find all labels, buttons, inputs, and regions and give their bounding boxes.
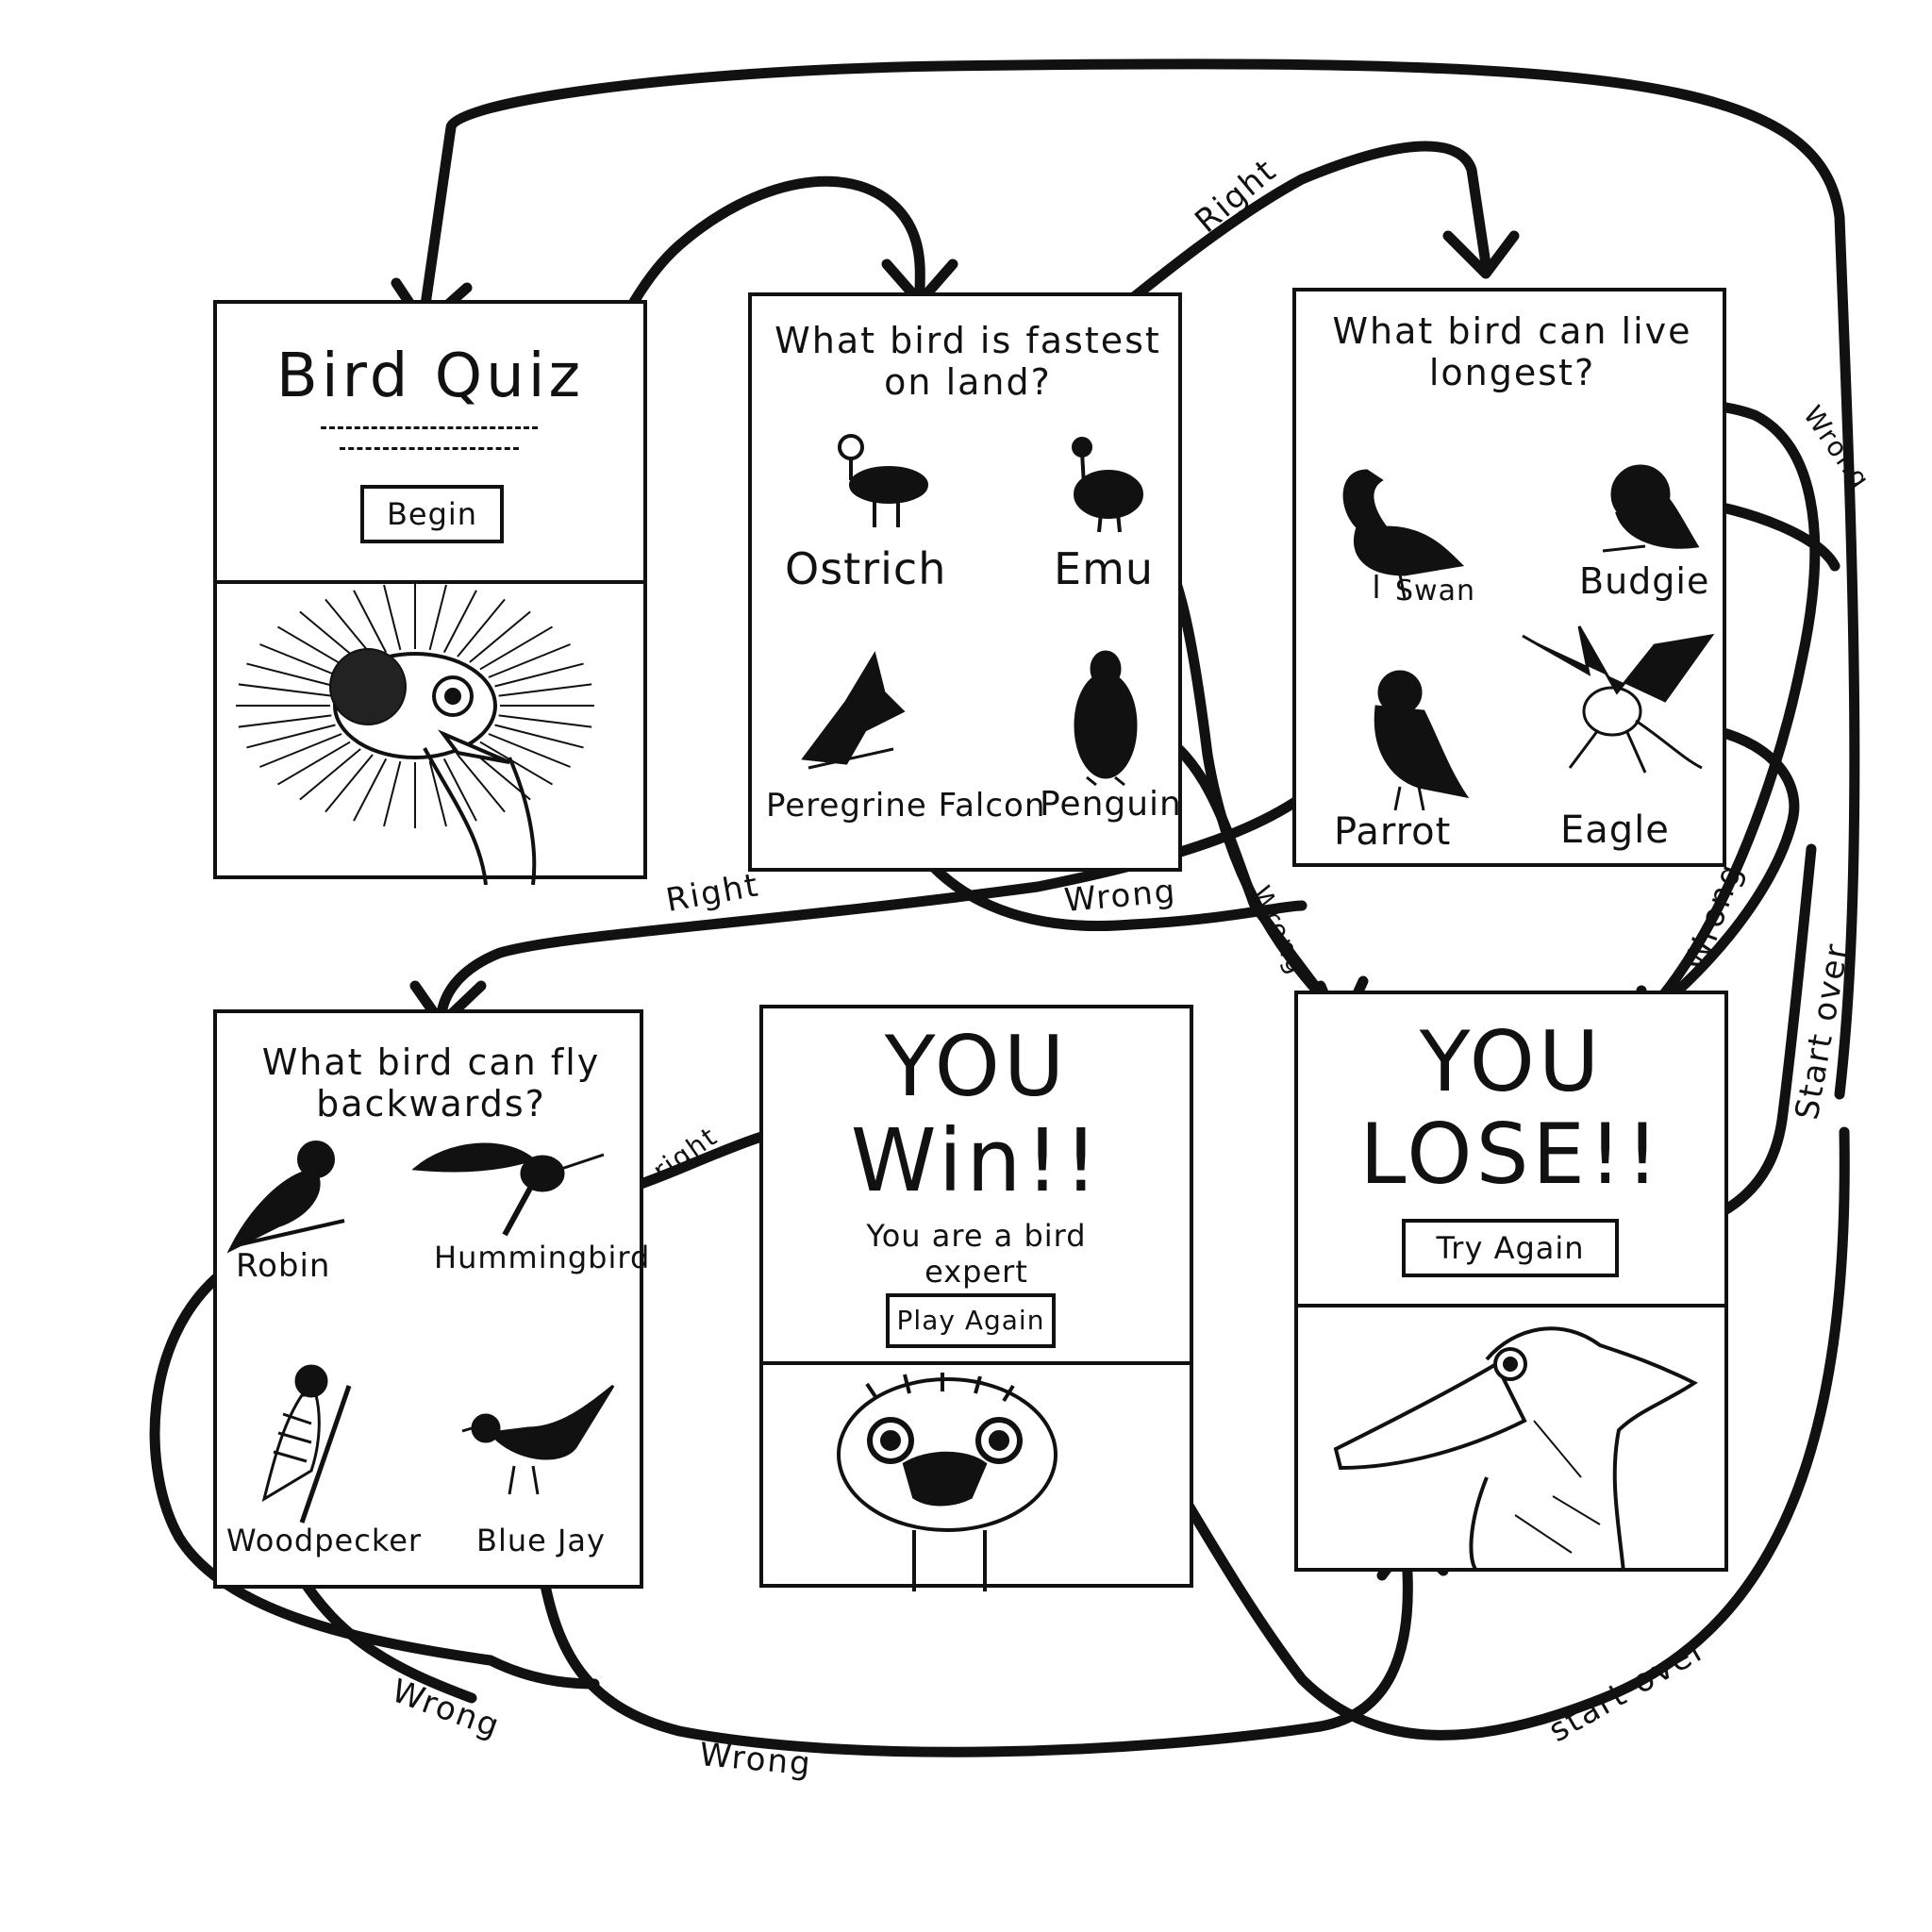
edge-label-wrong-eagle: Wrong [1676, 858, 1751, 976]
option-parrot-label[interactable]: Parrot [1334, 810, 1452, 854]
robin-icon[interactable] [222, 1136, 354, 1258]
swan-icon[interactable] [1329, 461, 1471, 603]
edge-label-wrong-penguin: Wrong [1245, 881, 1314, 980]
option-robin-label[interactable]: Robin [236, 1247, 331, 1285]
title-underline [321, 426, 538, 429]
shoebill-illustration [1333, 1326, 1698, 1572]
screen-win: YOU Win!! You are a bird expert Play Aga… [759, 1005, 1193, 1591]
option-woodpecker-label[interactable]: Woodpecker [226, 1523, 423, 1558]
edge-label-start-over-right: Start over [1788, 940, 1857, 1123]
win-line-1: YOU [884, 1018, 1069, 1115]
option-hummingbird-label[interactable]: Hummingbird [434, 1240, 651, 1275]
screen-question-3: What bird can fly backwards? Robin Hummi… [213, 1009, 649, 1589]
option-budgie-label[interactable]: Budgie [1579, 560, 1710, 602]
edge-label-right-ostrich: Right [1188, 151, 1285, 241]
question-text: What bird can live longest? [1332, 310, 1692, 393]
option-swan-label[interactable]: Swan [1395, 575, 1475, 608]
lose-line-2: LOSE!! [1359, 1106, 1663, 1203]
arrowhead-q2 [1442, 230, 1520, 279]
bird-illustration [236, 583, 594, 885]
win-subtitle: You are a bird expert [866, 1218, 1087, 1290]
option-falcon-label[interactable]: Peregrine Falcon [766, 787, 1046, 824]
screen-lose: YOU LOSE!! Try Again [1294, 991, 1728, 1572]
screen-divider [763, 1361, 1190, 1365]
edge-label-wrong-bluejay: Wrong [698, 1736, 814, 1784]
blue-jay-icon[interactable] [458, 1376, 618, 1499]
edge-label-right-hummingbird: right [647, 1120, 724, 1187]
edge-label-wrong-falcon: Wrong [1062, 872, 1178, 920]
penguin-icon[interactable] [1063, 645, 1148, 787]
edge-label-start-over-bottom: start over [1542, 1629, 1713, 1750]
edge-label-wrong-robin: Wrong [387, 1672, 506, 1746]
woodpecker-icon[interactable] [245, 1357, 368, 1527]
title-underline-2 [340, 447, 519, 450]
option-eagle-label[interactable]: Eagle [1560, 808, 1670, 852]
screen-divider [1298, 1304, 1724, 1307]
screen-question-2: What bird can live longest? Swan Budgie … [1292, 288, 1726, 867]
question-text: What bird can fly backwards? [261, 1041, 601, 1124]
ostrich-icon[interactable] [823, 428, 936, 532]
emu-icon[interactable] [1063, 433, 1148, 537]
option-penguin-label[interactable]: Penguin [1040, 785, 1182, 824]
win-line-2: Win!! [850, 1110, 1103, 1211]
try-again-button[interactable]: Try Again [1402, 1219, 1619, 1277]
question-text: What bird is fastest on land? [774, 320, 1161, 403]
screen-start: Bird Quiz Begin [213, 300, 647, 885]
lose-line-1: YOU [1419, 1013, 1604, 1110]
falcon-icon[interactable] [790, 645, 912, 777]
ostrich-face-illustration [837, 1373, 1058, 1591]
option-ostrich-label[interactable]: Ostrich [785, 543, 947, 594]
screen-divider [217, 580, 643, 584]
parrot-icon[interactable] [1353, 664, 1475, 815]
option-bluejay-label[interactable]: Blue Jay [476, 1523, 606, 1558]
eagle-icon[interactable] [1513, 617, 1721, 777]
hummingbird-icon[interactable] [410, 1131, 608, 1244]
edge-label-wrong-swan: Wrong [1797, 400, 1877, 495]
screen-question-1: What bird is fastest on land? Ostrich Em… [748, 292, 1182, 872]
play-again-button[interactable]: Play Again [886, 1293, 1056, 1348]
option-emu-label[interactable]: Emu [1054, 543, 1155, 594]
quiz-title: Bird Quiz [275, 341, 585, 411]
burst-lines [236, 583, 594, 828]
budgie-icon[interactable] [1589, 457, 1702, 560]
edge-label-right-parrot: Right [663, 866, 763, 920]
arrow-woodpecker-wrong [291, 1565, 477, 1704]
begin-button[interactable]: Begin [360, 485, 504, 543]
